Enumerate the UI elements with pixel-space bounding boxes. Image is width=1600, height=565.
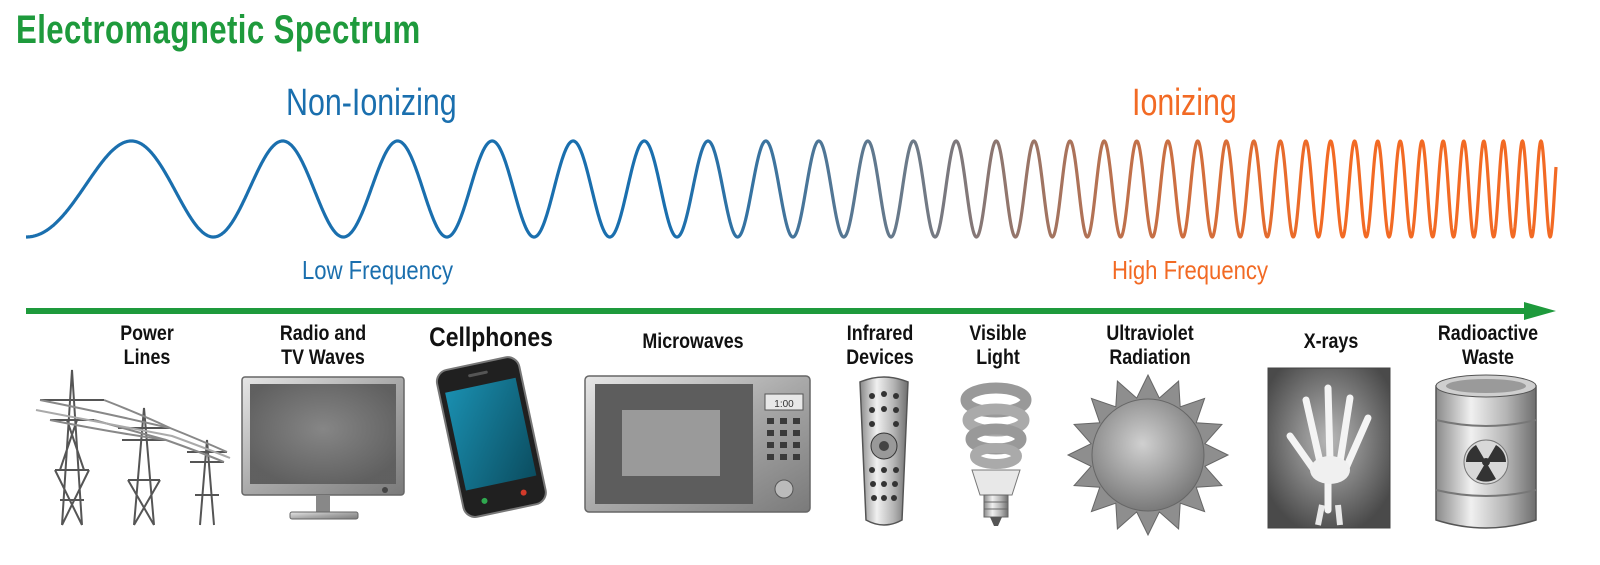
label-radioactive: Radioactive Waste: [1437, 322, 1539, 369]
cellphone-icon: [435, 356, 547, 518]
wave-line: [24, 139, 1558, 239]
spectrum-arrow-head: [1524, 302, 1556, 320]
light-bulb-icon: [960, 382, 1032, 526]
remote-control-icon: [859, 376, 909, 526]
diagram-title: Electromagnetic Spectrum: [16, 8, 421, 52]
microwave-icon: 1:00: [584, 375, 811, 513]
television-icon: [241, 376, 405, 520]
microwave-display: 1:00: [774, 399, 794, 410]
low-frequency-label: Low Frequency: [302, 255, 454, 285]
label-infrared: Infrared Devices: [846, 322, 914, 369]
label-xrays: X-rays: [1303, 330, 1359, 353]
high-frequency-label: High Frequency: [1112, 255, 1269, 285]
label-radio-tv: Radio and TV Waves: [279, 322, 367, 369]
radioactive-barrel-icon: [1435, 374, 1537, 529]
label-microwaves: Microwaves: [642, 330, 744, 353]
label-power-lines: Power Lines: [120, 322, 174, 369]
xray-hand-icon: [1267, 367, 1391, 529]
label-visible-light: Visible Light: [969, 322, 1027, 369]
power-lines-icon: [35, 369, 231, 526]
sun-icon: [1066, 373, 1230, 537]
label-ultraviolet: Ultraviolet Radiation: [1106, 322, 1194, 369]
ionizing-label: Ionizing: [1132, 82, 1237, 124]
label-cellphones: Cellphones: [429, 322, 553, 352]
non-ionizing-label: Non-Ionizing: [286, 82, 457, 124]
